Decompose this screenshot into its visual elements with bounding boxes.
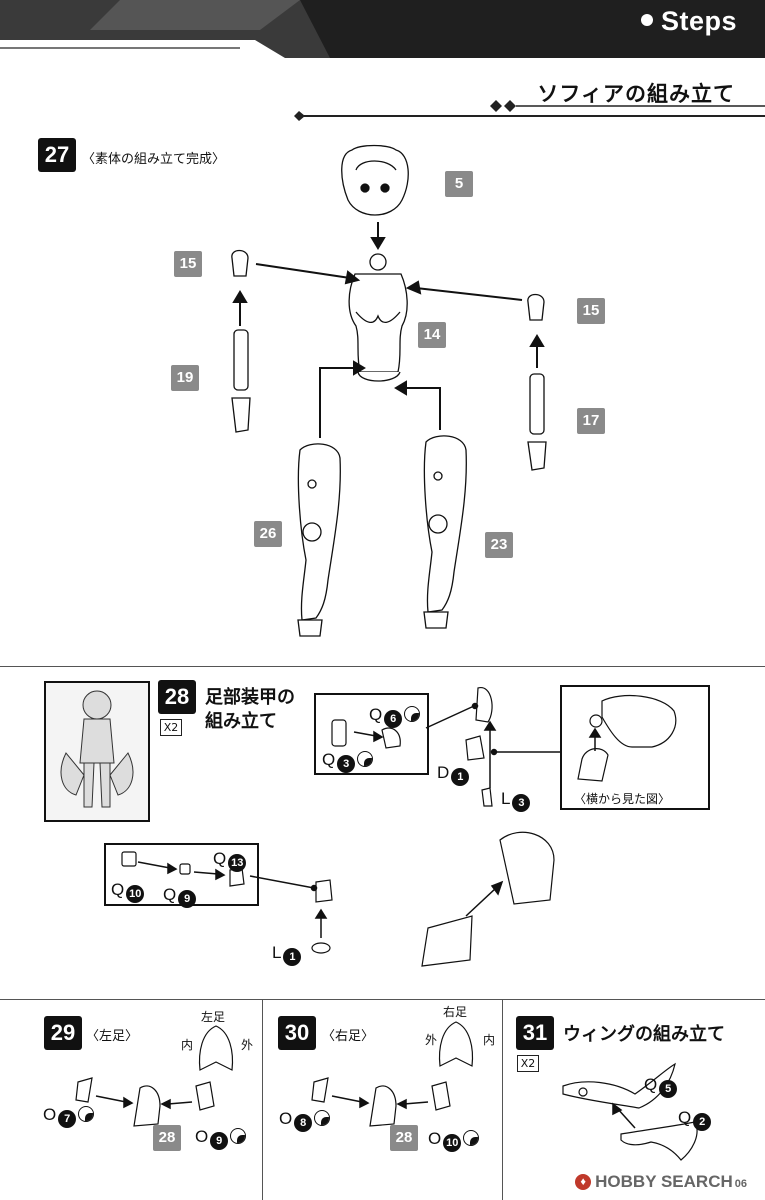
step-29-part-28: 28 (153, 1125, 181, 1151)
section-subtitle: ソフィアの組み立て (537, 82, 735, 106)
step-30-number: 30 (278, 1016, 316, 1050)
step-27-number: 27 (38, 138, 76, 172)
step-29-inner: 内 (181, 1038, 194, 1052)
step-29-diagram (75, 1025, 234, 1127)
step-29-note: 〈左足〉 (86, 1029, 139, 1044)
left-arm-part (233, 329, 249, 391)
step-29-foot-label: 左足 (201, 1010, 226, 1024)
part-arm-right-17: 17 (577, 408, 605, 434)
part-head-5: 5 (445, 171, 473, 197)
step-30-outer: 外 (425, 1033, 438, 1047)
step-27-note: 〈素体の組み立て完成〉 (82, 152, 226, 167)
step-27-diagram (231, 144, 547, 637)
right-shoulder-part (527, 293, 545, 321)
step-28-multiplier: X2 (160, 719, 182, 736)
part-shoulder-left-15: 15 (174, 251, 202, 277)
part-shoulder-right-15: 15 (577, 298, 605, 324)
vdivider-2 (502, 999, 503, 1200)
part-leg-left-26: 26 (254, 521, 282, 547)
step-30-diagram (311, 1021, 474, 1127)
step-28-subassembly-box-1 (314, 693, 429, 775)
watermark-logo-icon: ♦ (575, 1174, 592, 1190)
step-28-lower-diagram (121, 831, 555, 967)
torso-part (348, 273, 408, 373)
step-28-side-view-box: 〈横から見た図〉 (560, 685, 710, 810)
step-30-foot-label: 右足 (443, 1005, 468, 1019)
step-30-inner: 内 (483, 1033, 496, 1047)
head-part (341, 144, 409, 216)
step-29-number: 29 (44, 1016, 82, 1050)
step-31-title: ウィングの組み立て (563, 1024, 725, 1045)
step-30-part-28: 28 (390, 1125, 418, 1151)
step-28-parts-diagram (331, 687, 560, 807)
side-view-caption: 〈横から見た図〉 (574, 792, 671, 806)
divider-1 (0, 666, 765, 667)
left-shoulder-part (231, 249, 249, 277)
part-leg-right-23: 23 (485, 532, 513, 558)
step-31-multiplier: X2 (517, 1055, 539, 1072)
part-torso-14: 14 (418, 322, 446, 348)
step-28-reference-image (44, 681, 150, 822)
divider-2 (0, 999, 765, 1000)
step-30-note: 〈右足〉 (322, 1029, 375, 1044)
step-28-title-line1: 足部装甲の (205, 687, 295, 708)
part-arm-left-19: 19 (171, 365, 199, 391)
step-29-outer: 外 (241, 1038, 254, 1052)
page-title: Steps (640, 6, 737, 37)
subtitle-rule (294, 100, 765, 121)
step-31-diagram (562, 1062, 698, 1161)
step-28-title-line2: 組み立て (205, 711, 277, 732)
step-31-number: 31 (516, 1016, 554, 1050)
right-arm-part (529, 373, 545, 435)
vdivider-1 (262, 999, 263, 1200)
step-28-number: 28 (158, 680, 196, 714)
